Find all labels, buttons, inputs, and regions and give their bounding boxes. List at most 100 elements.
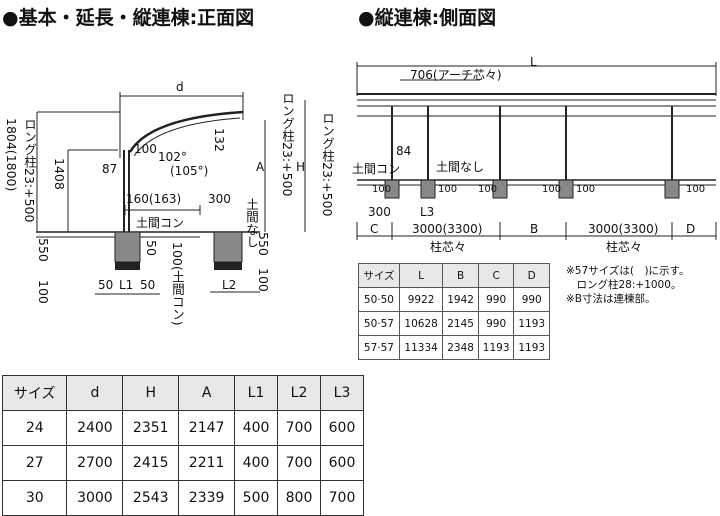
diagram-lines (36, 62, 717, 295)
table-cell: 2147 (178, 410, 236, 446)
table-cell: 1193 (513, 335, 550, 360)
side-size-table: サイズ L B C D 50·50 9922 1942 990 990 50·5… (358, 263, 550, 360)
dim-550-right: 550 (256, 232, 271, 256)
table-cell: 24 (1, 410, 68, 446)
tag-100-5: 100 (576, 184, 596, 195)
tag-100-6: 100 (686, 184, 706, 195)
dim-132: 132 (212, 128, 227, 152)
table-row: 30 3000 2543 2339 500 800 700 (1, 480, 364, 516)
table-cell: 57·57 (358, 335, 400, 360)
side-doma-con: 土間コン (352, 162, 401, 176)
dim-L1: L1 (119, 278, 134, 292)
dim-L: L (530, 55, 537, 69)
table-cell: 10628 (398, 311, 444, 336)
table-cell: 1193 (477, 335, 515, 360)
table-cell: 30 (1, 480, 68, 516)
table-cell: 1942 (442, 287, 479, 312)
side-dim-L3: L3 (420, 205, 435, 219)
dim-H: H (296, 160, 306, 174)
dim-L2: L2 (222, 278, 237, 292)
table-cell: 9922 (398, 287, 444, 312)
side-table-header: L (398, 263, 444, 288)
side-table-header: B (442, 263, 479, 288)
dim-84: 84 (396, 144, 412, 158)
table-row: 50·50 9922 1942 990 990 (358, 287, 550, 312)
table-cell: 800 (277, 480, 321, 516)
table-cell: 500 (234, 480, 279, 516)
table-cell: 990 (477, 287, 515, 312)
dim-50-mid: 50 (144, 240, 159, 256)
table-cell: 2351 (122, 410, 180, 446)
dim-50-b: 50 (140, 278, 156, 292)
side-dim-D: D (686, 222, 696, 236)
side-pitch-1: 3000(3300) (412, 222, 483, 236)
table-cell: 400 (234, 445, 279, 481)
table-cell: 2145 (442, 311, 479, 336)
table-row: 24 2400 2351 2147 400 700 600 (1, 410, 364, 446)
side-hashira-1: 柱芯々 (430, 240, 467, 254)
tag-100-2: 100 (438, 184, 458, 195)
table-cell: 990 (477, 311, 515, 336)
side-view-title: ●縦連棟:側面図 (358, 7, 497, 29)
table-cell: 2348 (442, 335, 479, 360)
table-cell: 400 (234, 410, 279, 446)
long-post-left: ロング柱23:+500 (22, 118, 37, 223)
notes: ※57サイズは( )に示す。 ロング柱28:+1000。 ※B寸法は連棟部。 (566, 264, 690, 306)
dim-160: 160(163) (126, 192, 182, 206)
side-table-header: C (477, 263, 515, 288)
main-table-header: L2 (277, 375, 321, 411)
dim-100: 100 (134, 142, 157, 156)
table-cell: 600 (320, 445, 364, 481)
front-view-title: ●基本・延長・縦連棟:正面図 (2, 7, 255, 29)
long-post-mid: ロング柱23:+500 (280, 92, 295, 197)
table-cell: 3000 (66, 480, 124, 516)
table-cell: 50·50 (358, 287, 400, 312)
table-cell: 700 (320, 480, 364, 516)
table-cell: 50·57 (358, 311, 400, 336)
dim-d: d (176, 80, 184, 94)
table-cell: 1193 (513, 311, 550, 336)
table-cell: 2211 (178, 445, 236, 481)
table-cell: 700 (277, 445, 321, 481)
table-cell: 2543 (122, 480, 180, 516)
tag-100-3: 100 (478, 184, 498, 195)
side-dim-B: B (530, 222, 539, 236)
main-table-header: H (122, 375, 180, 411)
table-cell: 2339 (178, 480, 236, 516)
table-cell: 2415 (122, 445, 180, 481)
side-table-header: D (513, 263, 550, 288)
tag-100-1: 100 (372, 184, 392, 195)
dim-50-a: 50 (98, 278, 114, 292)
angle-102: 102° (158, 150, 187, 164)
side-doma-nashi: 土間なし (436, 160, 485, 174)
dim-arch: 706(アーチ芯々) (410, 68, 502, 82)
main-table-header: A (178, 375, 236, 411)
side-table-header: サイズ (358, 263, 400, 288)
main-table-header: L3 (320, 375, 364, 411)
dim-300: 300 (208, 192, 231, 206)
dim-100-bottom: 100 (36, 280, 51, 304)
long-post-right: ロング柱23:+500 (320, 112, 335, 217)
dim-87: 87 (102, 162, 118, 176)
angle-105: (105°) (170, 164, 209, 178)
table-row: 27 2700 2415 2211 400 700 600 (1, 445, 364, 481)
dim-A: A (256, 160, 265, 174)
dim-1408: 1408 (52, 158, 67, 190)
table-row: 50·57 10628 2145 990 1193 (358, 311, 550, 336)
side-hashira-2: 柱芯々 (606, 240, 643, 254)
note-line: ※B寸法は連棟部。 (566, 293, 656, 305)
side-dim-C: C (370, 222, 379, 236)
label-doma-con: 土間コン (136, 216, 185, 230)
note-line: ※57サイズは( )に示す。 (566, 265, 690, 277)
main-size-table: サイズ d H A L1 L2 L3 24 2400 2351 2147 400… (1, 375, 364, 516)
note-line: ロング柱28:+1000。 (566, 279, 682, 291)
main-table-header: d (66, 375, 124, 411)
dim-100-right: 100 (256, 268, 271, 292)
dim-100-doma-con: 100(土間コン) (170, 242, 185, 326)
main-table-header: L1 (234, 375, 279, 411)
side-pitch-2: 3000(3300) (588, 222, 659, 236)
table-cell: 600 (320, 410, 364, 446)
main-table-header: サイズ (1, 375, 68, 411)
tag-100-4: 100 (542, 184, 562, 195)
dim-550-left: 550 (36, 238, 51, 262)
